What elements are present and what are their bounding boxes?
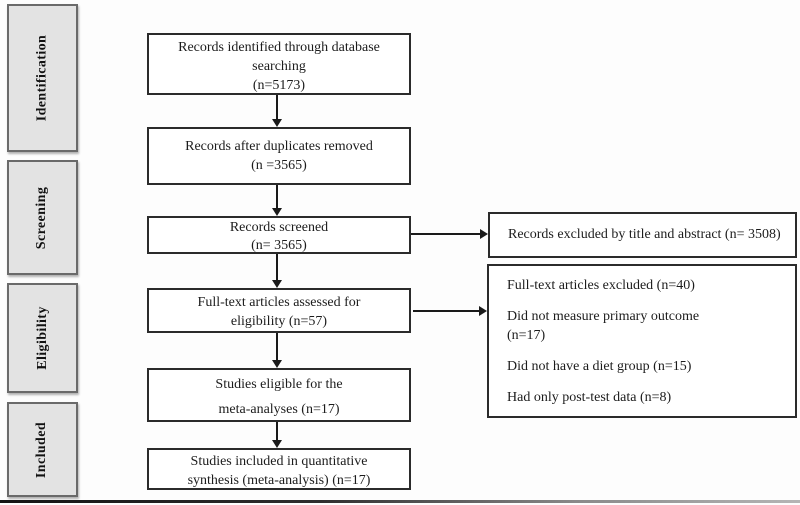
flow-arrow-down-5 <box>272 422 282 448</box>
flow-box-studies-eligible: Studies eligible for the meta-analyses (… <box>147 368 411 422</box>
flow-box-studies-included: Studies included in quantitative synthes… <box>147 448 411 490</box>
exclusion-arrow-right-2 <box>413 306 487 316</box>
stage-box-screening: Screening <box>7 160 78 275</box>
arrowhead-down-icon <box>272 208 282 216</box>
exclusion-text: Records excluded by title and abstract (… <box>508 227 781 242</box>
flow-arrow-down-2 <box>272 185 282 216</box>
exclusion-arrow-right-1 <box>411 229 488 239</box>
flow-arrow-down-4 <box>272 333 282 368</box>
stage-box-identification: Identification <box>7 4 78 152</box>
flow-box-line: synthesis (meta-analysis) (n=17) <box>187 473 371 488</box>
exclusion-line: Had only post-test data (n=8) <box>507 390 672 405</box>
flow-box-line: searching <box>252 59 306 74</box>
stage-label-identification: Identification <box>34 34 50 122</box>
flow-box-line: (n=5173) <box>252 78 306 93</box>
stage-box-eligibility: Eligibility <box>7 283 78 393</box>
flow-box-line: (n =3565) <box>251 158 307 173</box>
flow-box-line: Records after duplicates removed <box>185 139 373 154</box>
stage-label-screening: Screening <box>34 186 50 249</box>
exclusion-line: Full-text articles excluded (n=40) <box>507 278 695 293</box>
flow-box-line: Studies eligible for the <box>215 377 343 392</box>
flow-box-records-identified: Records identified through database sear… <box>147 33 411 95</box>
arrowhead-down-icon <box>272 440 282 448</box>
arrowhead-right-icon <box>479 306 487 316</box>
arrowhead-right-icon <box>480 229 488 239</box>
flow-box-line: Studies included in quantitative <box>190 454 368 469</box>
flow-arrow-down-3 <box>272 254 282 288</box>
flow-box-duplicates-removed: Records after duplicates removed (n =356… <box>147 127 411 185</box>
flow-box-line: Records screened <box>229 220 329 235</box>
arrowhead-down-icon <box>272 360 282 368</box>
flow-box-line: Full-text articles assessed for <box>197 295 361 310</box>
arrowhead-down-icon <box>272 119 282 127</box>
arrowhead-down-icon <box>272 280 282 288</box>
flow-box-line: meta-analyses (n=17) <box>218 402 340 417</box>
stage-label-included: Included <box>34 421 50 478</box>
exclusion-line: Did not measure primary outcome (n=17) <box>507 309 700 343</box>
exclusion-line: Did not have a diet group (n=15) <box>507 359 692 374</box>
flow-box-records-screened: Records screened (n= 3565) <box>147 216 411 254</box>
stage-label-eligibility: Eligibility <box>34 306 50 370</box>
flow-arrow-down-1 <box>272 95 282 127</box>
flow-box-line: Records identified through database <box>178 40 380 55</box>
flow-box-fulltext-assessed: Full-text articles assessed for eligibil… <box>147 288 411 333</box>
flow-box-line: eligibility (n=57) <box>230 314 328 329</box>
stage-box-included: Included <box>7 402 78 497</box>
exclusion-box-title-abstract: Records excluded by title and abstract (… <box>488 212 797 258</box>
scan-artifact-line <box>0 500 800 503</box>
flow-box-line: (n= 3565) <box>251 238 307 253</box>
exclusion-box-fulltext: Full-text articles excluded (n=40) Did n… <box>487 264 797 418</box>
